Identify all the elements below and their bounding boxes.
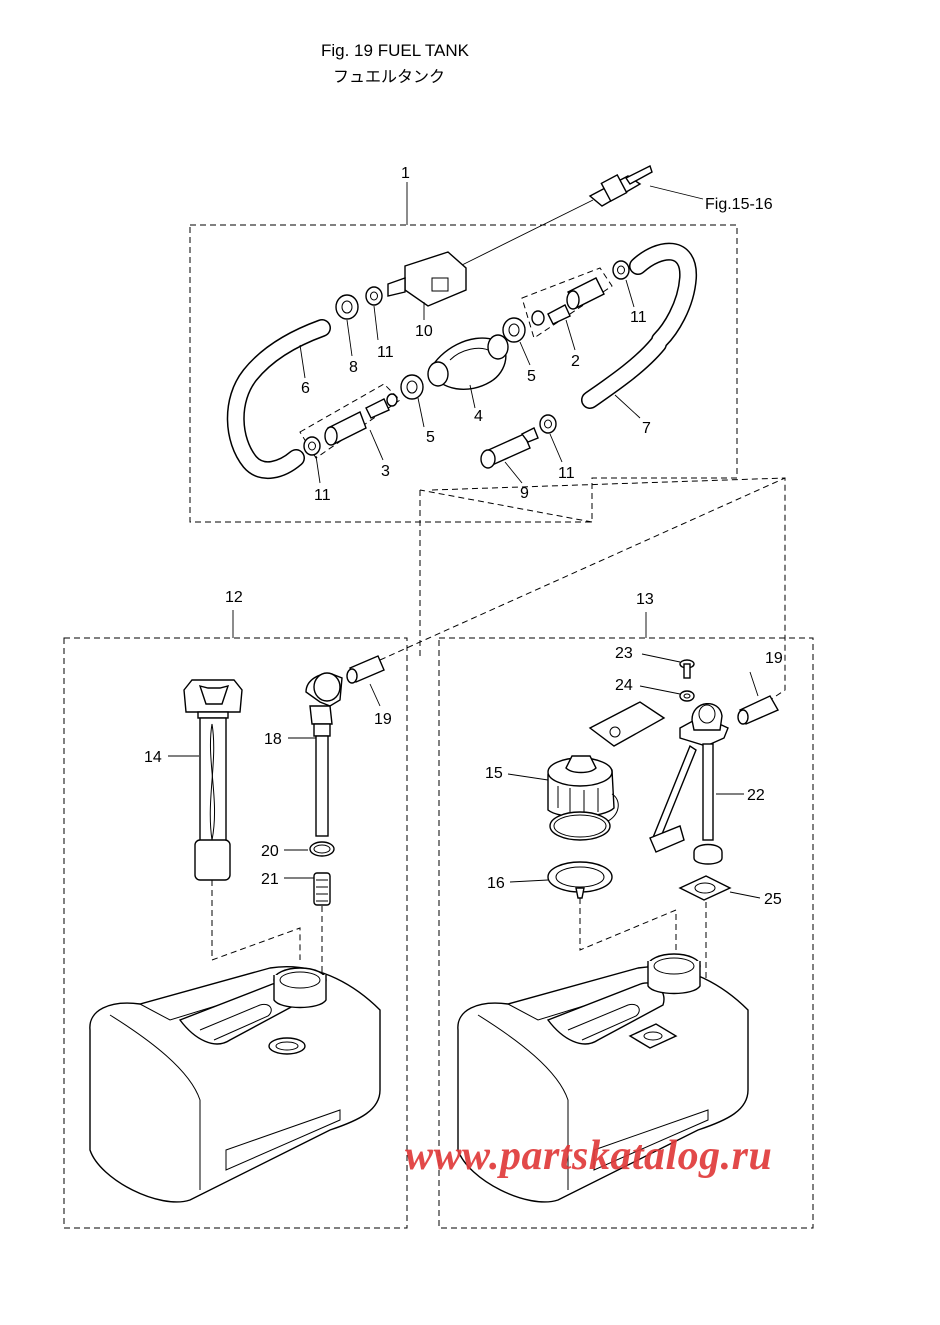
part-19-fitting-left (346, 655, 385, 684)
callout-20: 20 (261, 843, 279, 860)
callout-6: 6 (301, 380, 310, 397)
part-14-fuel-gauge (183, 679, 243, 881)
callout-22: 22 (747, 787, 765, 804)
callout-5-a: 5 (527, 368, 536, 385)
part-3-fitting (324, 393, 398, 446)
callout-15: 15 (485, 765, 503, 782)
callout-18: 18 (264, 731, 282, 748)
figure-subtitle: フュエルタンク (333, 67, 446, 86)
callout-8: 8 (349, 359, 358, 376)
callout-5-b: 5 (426, 429, 435, 446)
callout-1: 1 (401, 165, 410, 182)
callout-4: 4 (474, 408, 483, 425)
tank-assembly-box-left (63, 637, 408, 1229)
reference-label: Fig.15-16 (705, 196, 773, 213)
part-4-primer-bulb (427, 334, 509, 390)
part-16-gasket (547, 861, 613, 899)
part-23-screw (679, 659, 695, 679)
watermark: www.partskatalog.ru (405, 1133, 773, 1179)
part-11-ring-b (612, 260, 630, 280)
callout-11-a: 11 (377, 344, 394, 361)
callout-12: 12 (225, 589, 243, 606)
part-20-o-ring (309, 841, 335, 857)
part-10-connector (387, 251, 467, 307)
part-11-ring-c (303, 436, 321, 456)
part-22-gauge-assembly (649, 702, 729, 865)
part-15-fuel-cap (547, 755, 619, 841)
callout-21: 21 (261, 871, 279, 888)
callout-7: 7 (642, 420, 651, 437)
label-sticker (588, 701, 666, 747)
part-19-fitting-right (737, 695, 779, 725)
part-2-group-box (521, 267, 613, 339)
part-25-gasket (678, 875, 732, 901)
callout-25: 25 (764, 891, 782, 908)
callout-19-a: 19 (374, 711, 392, 728)
callout-3: 3 (381, 463, 390, 480)
part-21-filter (313, 872, 331, 906)
right-fuel-tank (457, 953, 749, 1203)
part-18-fuel-pickup (305, 672, 343, 837)
callout-23: 23 (615, 645, 633, 662)
callout-16: 16 (487, 875, 505, 892)
part-8-ring (335, 294, 359, 320)
callout-14: 14 (144, 749, 162, 766)
left-fuel-tank (89, 966, 381, 1203)
callout-19-b: 19 (765, 650, 783, 667)
callout-11-c: 11 (314, 487, 331, 504)
callout-9: 9 (520, 485, 529, 502)
part-9-fitting (480, 427, 539, 469)
connector-line-mid (419, 489, 593, 523)
callout-11-b: 11 (630, 309, 647, 326)
callout-13: 13 (636, 591, 654, 608)
figure-title: Fig. 19 FUEL TANK (321, 41, 470, 60)
part-11-ring-d (539, 414, 557, 434)
callout-10: 10 (415, 323, 433, 340)
part-2-fitting (531, 277, 605, 326)
callout-2: 2 (571, 353, 580, 370)
hose-assembly-box (189, 224, 738, 523)
connector-line-right (431, 477, 786, 701)
callout-11-d: 11 (558, 465, 575, 482)
callout-24: 24 (615, 677, 633, 694)
part-5-ferrule-b (400, 374, 424, 400)
part-11-ring-a (365, 286, 383, 306)
tank-assembly-box-right (438, 637, 814, 1229)
part-5-ferrule-a (502, 317, 526, 343)
connector-line-19 (379, 477, 786, 661)
part-24-washer (679, 690, 695, 702)
engine-connector-part (588, 165, 653, 207)
